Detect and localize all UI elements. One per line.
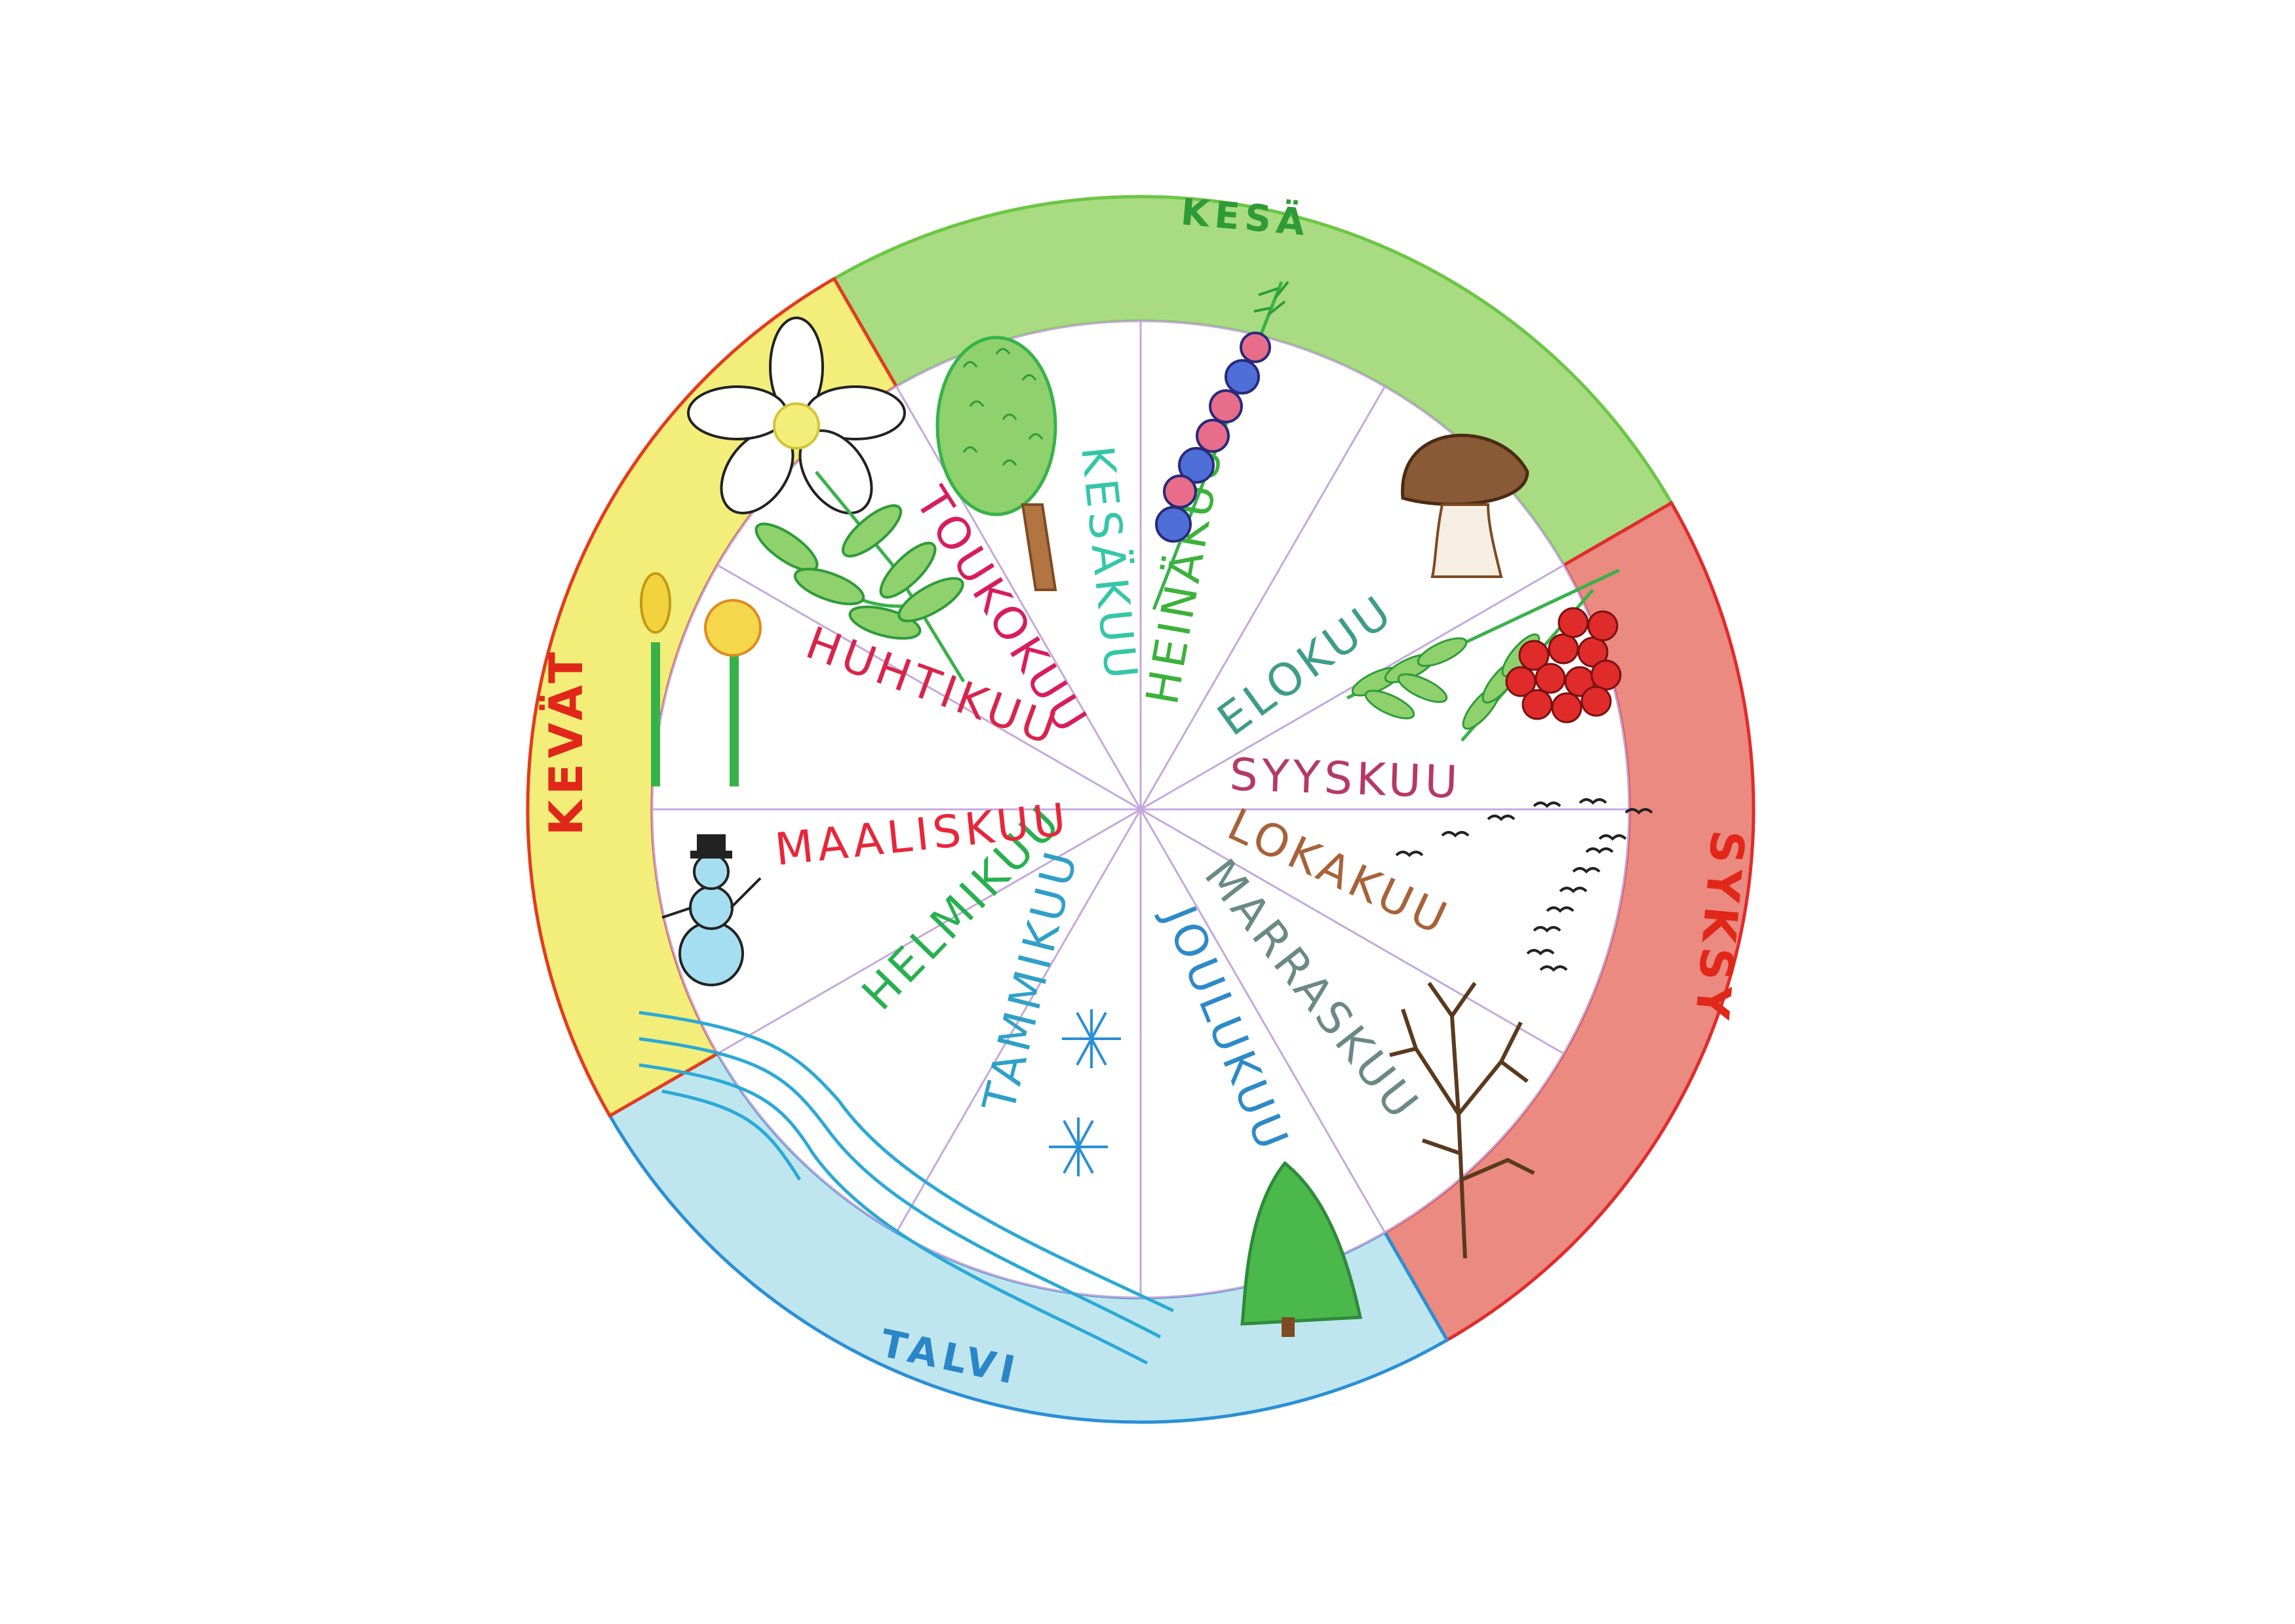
month-dividers xyxy=(652,321,1629,1298)
bare-tree-icon xyxy=(1389,982,1535,1259)
spruce-tree-icon xyxy=(1240,1161,1363,1337)
coltsfoot-icon xyxy=(640,572,762,786)
snowman-icon xyxy=(661,834,762,986)
month-label-syyskuu: SYYSKUU xyxy=(1228,749,1462,809)
season-ring xyxy=(526,195,1756,1424)
anemone-flower-icon xyxy=(687,317,966,683)
rowan-branch-icon xyxy=(1346,568,1622,742)
month-divider-line xyxy=(895,386,1386,1233)
mushroom-icon xyxy=(1401,433,1529,578)
migrating-birds-icon xyxy=(1395,798,1653,972)
snowflake-icon xyxy=(1049,1009,1121,1176)
season-label-spring: KEVÄT xyxy=(539,647,593,836)
berry-straw-icon xyxy=(1152,280,1289,610)
snowy-ground-icon xyxy=(638,1011,1175,1365)
birch-whisk-icon xyxy=(935,336,1057,591)
